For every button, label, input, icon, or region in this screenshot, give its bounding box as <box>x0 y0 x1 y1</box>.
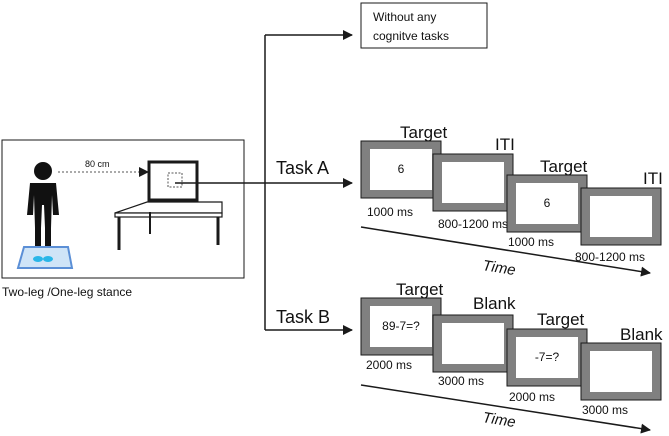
task-a-screen-4: ITI 800-1200 ms <box>575 169 663 264</box>
task-b-screen-3-title: Target <box>537 310 585 329</box>
task-a-screen-1: 6 Target 1000 ms <box>360 123 448 219</box>
no-task-box: Without any cognitve tasks <box>360 2 488 49</box>
task-a-screen-3-duration: 1000 ms <box>508 235 554 249</box>
task-b-screen-3: -7=? Target 2000 ms <box>506 310 588 404</box>
task-b-screen-3-content: -7=? <box>535 350 560 364</box>
task-b-screen-2: Blank 3000 ms <box>432 294 516 388</box>
task-a-sequence: Time 6 Target 1000 ms ITI 800-1200 ms 6 … <box>360 123 663 279</box>
task-b-screen-1-title: Target <box>396 280 444 299</box>
task-a-screen-2-title: ITI <box>495 135 515 154</box>
task-a-screen-4-title: ITI <box>643 169 663 188</box>
person-icon <box>27 162 59 258</box>
task-b-screen-4: Blank 3000 ms <box>580 325 663 417</box>
stance-caption: Two-leg /One-leg stance <box>2 285 132 299</box>
task-a-screen-3: 6 Target 1000 ms <box>506 157 588 249</box>
task-a-screen-3-title: Target <box>540 157 588 176</box>
task-b-time-arrow <box>360 384 651 434</box>
task-b-screen-1-duration: 2000 ms <box>366 358 412 372</box>
task-a-time-arrow <box>360 226 651 277</box>
distance-label: 80 cm <box>85 159 110 169</box>
task-a-screen-2: ITI 800-1200 ms <box>432 135 515 231</box>
monitor-icon <box>147 160 199 210</box>
task-b-screen-3-duration: 2000 ms <box>509 390 555 404</box>
force-plate-icon <box>16 246 74 269</box>
task-b-screen-2-title: Blank <box>473 294 516 313</box>
no-task-line2: cognitve tasks <box>373 29 449 43</box>
task-b-label: Task B <box>276 307 330 327</box>
branch-arrows <box>175 30 353 335</box>
task-b-screen-4-title: Blank <box>620 325 663 344</box>
task-b-screen-2-duration: 3000 ms <box>438 374 484 388</box>
task-a-label: Task A <box>276 158 329 178</box>
no-task-line1: Without any <box>373 10 436 24</box>
task-a-screen-1-title: Target <box>400 123 448 142</box>
task-a-time-label: Time <box>481 257 516 279</box>
task-a-screen-1-content: 6 <box>398 162 405 176</box>
task-b-screen-1-content: 89-7=? <box>382 319 420 333</box>
task-a-screen-2-duration: 800-1200 ms <box>438 217 508 231</box>
task-b-sequence: Time 89-7=? Target 2000 ms Blank 3000 ms… <box>360 280 663 434</box>
table-icon <box>114 201 223 250</box>
task-a-screen-1-duration: 1000 ms <box>367 205 413 219</box>
task-b-screen-4-duration: 3000 ms <box>582 403 628 417</box>
task-b-time-label: Time <box>481 409 516 431</box>
setup-panel: 80 cm Two-leg /One-leg stance <box>1 139 245 299</box>
task-a-screen-3-content: 6 <box>544 196 551 210</box>
task-a-screen-4-duration: 800-1200 ms <box>575 250 645 264</box>
task-b-screen-1: 89-7=? Target 2000 ms <box>360 280 444 372</box>
